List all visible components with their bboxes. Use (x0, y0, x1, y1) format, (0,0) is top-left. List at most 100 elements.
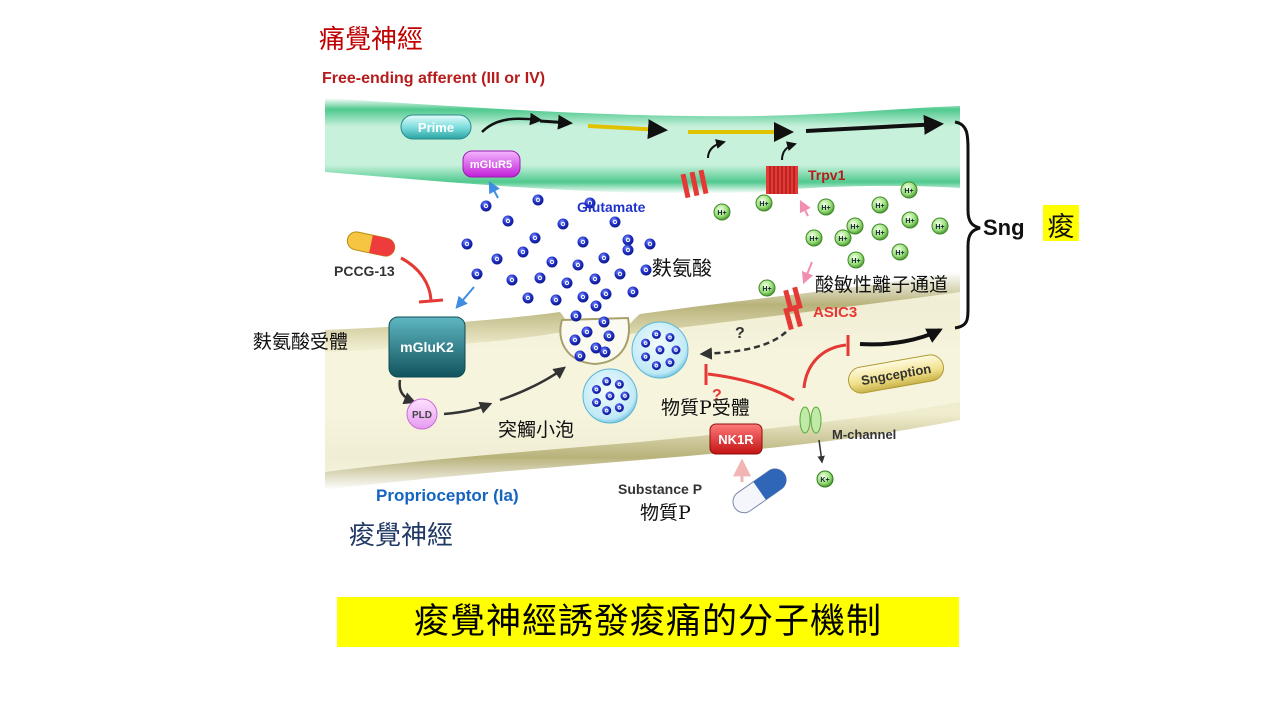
glutamate-dot (599, 346, 611, 358)
glutamate-dot-highlight (587, 200, 593, 206)
glutamate-dot-highlight (474, 271, 480, 277)
vesicle-dot-highlight (668, 335, 672, 340)
mgluk2-receptor (388, 316, 466, 378)
proton-molecules: H+H+H+H+H+H+H+H+H+H+H+H+H+H+ (713, 181, 949, 297)
glutamate-dot-highlight (602, 349, 608, 355)
glutamate-dot (502, 215, 514, 227)
vesicle-dot (665, 358, 675, 367)
pld-to-vesicle-arrow (443, 401, 493, 416)
glutamate-dot-highlight (532, 235, 538, 241)
pain-nerve-label: 痛覺神經 (319, 25, 424, 55)
vesicle-dot (651, 329, 661, 339)
vesicle-dot (614, 379, 624, 389)
proton-label: H+ (850, 224, 859, 231)
glutamate-zh-label: 麩氨酸 (652, 256, 712, 280)
glutamate-dot-highlight (625, 247, 631, 253)
proton-ion (805, 229, 823, 247)
proton-ion (755, 194, 773, 212)
glutamate-dot-highlight (549, 259, 555, 265)
glutamate-dot-highlight (584, 329, 590, 335)
proton-ion (846, 217, 864, 235)
proton-ion (931, 217, 949, 235)
mglur5-label: mGluR5 (470, 159, 512, 171)
glutamate-dot-highlight (643, 267, 649, 273)
vesicle-dot-highlight (654, 363, 659, 368)
proton-label: H+ (762, 286, 771, 293)
glutamate-dot (546, 256, 558, 268)
glutamate-dot-highlight (593, 303, 599, 309)
free-ending-afferent-label: Free-ending afferent (III or IV) (322, 70, 545, 87)
glutamate-dot (557, 218, 569, 230)
glutamate-dot (577, 291, 589, 303)
question-mark-lower: ? (712, 387, 722, 404)
glutamate-dot-highlight (601, 255, 607, 261)
sng-label: Sng (983, 215, 1025, 240)
vesicle-dot (592, 398, 601, 407)
vesicle-dot (641, 338, 651, 348)
proprioceptor-cytoplasm (325, 292, 960, 472)
vesicle-dot-highlight (668, 360, 672, 365)
glutamate-dot (609, 216, 621, 228)
prime-label: Prime (418, 120, 454, 135)
vesicle-dot-highlight (643, 341, 648, 345)
glutamate-dot (590, 300, 602, 312)
glutamate-dot-highlight (603, 291, 609, 297)
proton-label: H+ (935, 224, 944, 231)
glutamate-dot (517, 246, 529, 258)
potassium-ion (816, 470, 834, 488)
pccg13-inhibit (400, 256, 433, 301)
glutamate-receptor-zh-label: 麩氨酸受體 (253, 331, 349, 353)
vesicle-dot-highlight (594, 400, 599, 405)
glutamate-dot-highlight (505, 218, 511, 224)
vesicle-dot-highlight (617, 382, 622, 387)
glutamate-dot-highlight (564, 280, 570, 286)
sngception-arrow (859, 328, 943, 347)
glutamate-dot-highlight (509, 277, 515, 283)
glutamate-dot-highlight (617, 271, 623, 277)
glutamate-dot (584, 197, 596, 209)
proton-label: H+ (905, 218, 914, 225)
potassium-label: K+ (820, 477, 829, 484)
vesicle-dot (651, 361, 661, 371)
glutamate-dot (461, 238, 473, 250)
free-ending-afferent-membrane (325, 98, 960, 194)
glutamate-dot (550, 294, 562, 306)
glutamate-dot-highlight (572, 337, 578, 343)
soreness-nerve-label: 痠覺神經 (349, 521, 454, 551)
glutamate-dot (590, 342, 602, 354)
prime-pill (400, 114, 472, 140)
glutamate-dot-highlight (483, 203, 489, 209)
proton-label: H+ (809, 236, 818, 243)
vesicle-dot-highlight (658, 348, 662, 352)
glutamate-dot-highlight (601, 319, 607, 325)
proton-ion (900, 181, 918, 199)
trpv1-label: Trpv1 (808, 167, 846, 183)
glutamate-dot-highlight (630, 289, 636, 295)
proton-ion (758, 279, 776, 297)
glutamate-dot (572, 259, 584, 271)
vesicle-dot-highlight (623, 394, 627, 398)
substance-p-zh-label: 物質P (640, 502, 691, 524)
mglur5-receptor (462, 150, 521, 178)
proton-to-trpv1-arrow (799, 199, 811, 217)
proprioceptor-label: Proprioceptor (Ia) (376, 486, 519, 505)
glutamate-dot-highlight (464, 241, 470, 247)
proton-ion (891, 243, 909, 261)
glutamate-dot-highlight (625, 237, 631, 243)
substance-p-capsule (732, 468, 787, 514)
m-channel-inhibit-left (707, 372, 795, 402)
mgluk2-to-pld-arrow (398, 379, 417, 405)
glutamate-dot (622, 234, 634, 246)
pccg13-pill (346, 231, 396, 257)
signal-arrow-4 (805, 114, 944, 135)
vesicle-dot (641, 352, 651, 362)
proton-label: H+ (759, 201, 768, 208)
glutamate-to-mglur5-arrow (488, 180, 500, 199)
pld-enzyme (406, 398, 438, 430)
proton-ion (871, 223, 889, 241)
glutamate-dot-highlight (535, 197, 541, 203)
glutamate-dot-highlight (537, 275, 543, 281)
mgluk2-label: mGluK2 (400, 339, 454, 355)
asic3-to-vesicle-arrow (699, 331, 787, 360)
vesicle-dot (665, 333, 675, 342)
